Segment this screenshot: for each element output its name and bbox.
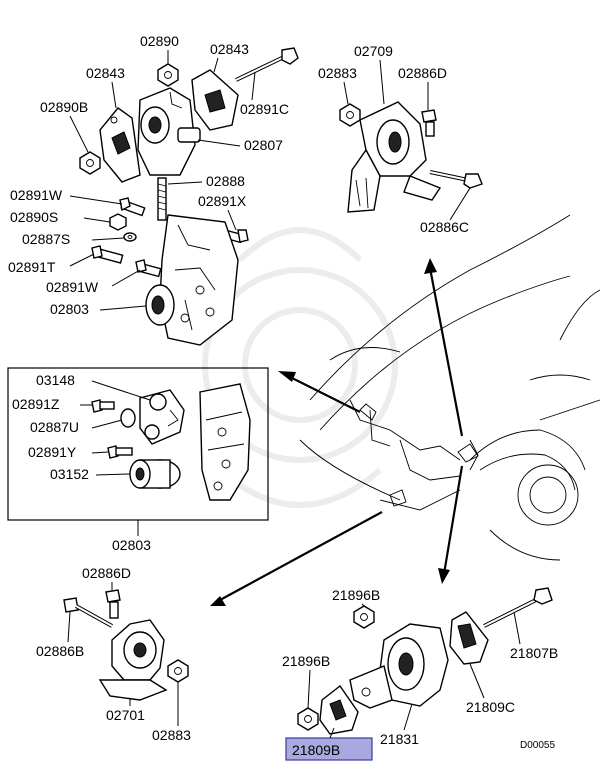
- bolt-02886C[interactable]: [429, 170, 483, 189]
- label-03152: 03152: [50, 466, 89, 482]
- diagram-code: D00055: [520, 740, 555, 751]
- label-02886B: 02886B: [36, 643, 84, 659]
- label-21831: 21831: [380, 731, 419, 747]
- nut-02890S[interactable]: [109, 213, 127, 231]
- stud-02888[interactable]: [157, 177, 167, 221]
- label-02886D-top: 02886D: [398, 65, 447, 81]
- mount-body-02807[interactable]: [137, 87, 201, 176]
- nut-02883-top[interactable]: [339, 103, 361, 127]
- highlight-21809B: [285, 737, 373, 761]
- label-02891C: 02891C: [240, 101, 289, 117]
- bolt-02891T[interactable]: [91, 245, 124, 264]
- label-02803-boxed: 02803: [112, 537, 151, 553]
- label-02886C: 02886C: [420, 219, 469, 235]
- bolt-02886D-top[interactable]: [421, 109, 437, 137]
- bolt-02891C[interactable]: [235, 47, 299, 82]
- label-02891W-upper: 02891W: [10, 187, 63, 203]
- label-02886D-bottom: 02886D: [82, 565, 131, 581]
- label-02891T: 02891T: [8, 259, 56, 275]
- label-02883-top: 02883: [318, 65, 357, 81]
- label-21807B: 21807B: [510, 645, 558, 661]
- nut-21896B-top[interactable]: [353, 605, 375, 629]
- label-21809B[interactable]: 21809B: [292, 742, 340, 758]
- bracket-02843-left[interactable]: [99, 107, 141, 183]
- label-02891Z: 02891Z: [12, 396, 60, 412]
- bushing-03152[interactable]: [129, 459, 181, 489]
- top-left-mount-assembly: [79, 47, 299, 346]
- bracket-02803-top[interactable]: [145, 214, 239, 346]
- nut-02890[interactable]: [157, 63, 179, 87]
- label-02843-left: 02843: [86, 65, 125, 81]
- bracket-21809B[interactable]: [319, 684, 359, 735]
- nut-02883-bottom[interactable]: [167, 659, 189, 683]
- top-right-labels: 02709 02883 02886D 02886C: [318, 43, 471, 235]
- label-02887S: 02887S: [22, 231, 70, 247]
- label-02891X: 02891X: [198, 193, 247, 209]
- label-02890: 02890: [140, 33, 179, 49]
- bolt-02886D-bottom[interactable]: [105, 589, 121, 619]
- label-02803-top: 02803: [50, 301, 89, 317]
- mount-02709[interactable]: [347, 101, 442, 213]
- label-21809C: 21809C: [466, 699, 515, 715]
- bolt-02891Z[interactable]: [91, 399, 115, 413]
- bottom-right-mount-assembly: [297, 587, 553, 735]
- bracket-02803-boxed[interactable]: [199, 383, 251, 501]
- label-21896B-bottom: 21896B: [282, 653, 330, 669]
- bracket-02843-right[interactable]: [191, 69, 239, 131]
- bracket-21809C[interactable]: [449, 611, 489, 665]
- label-02891W-lower: 02891W: [46, 279, 99, 295]
- vehicle-body: [299, 214, 601, 561]
- bolt-21807B[interactable]: [483, 587, 553, 628]
- nut-21896B-bottom[interactable]: [297, 707, 319, 731]
- washer-02887U[interactable]: [120, 408, 136, 428]
- label-21896B-top: 21896B: [332, 587, 380, 603]
- bottom-left-mount-assembly: [63, 589, 189, 701]
- direction-arrows: [210, 258, 464, 606]
- label-02890S: 02890S: [10, 209, 58, 225]
- label-02709: 02709: [354, 43, 393, 59]
- top-left-labels: 02890 02843 02843 02890B 02891C 02807 02…: [8, 33, 289, 317]
- bolt-02891Y[interactable]: [107, 445, 133, 459]
- label-02883-bottom: 02883: [152, 727, 191, 743]
- label-02890B: 02890B: [40, 99, 88, 115]
- bottom-right-labels: 21896B 21896B 21807B 21809C 21831 21809B…: [282, 587, 558, 761]
- boxed-labels: 03148 02891Z 02887U 02891Y 03152 02803: [12, 372, 151, 553]
- mount-02701[interactable]: [98, 619, 168, 701]
- bracket-03148[interactable]: [139, 389, 185, 445]
- label-03148: 03148: [36, 372, 75, 388]
- boxed-assembly-02803: [7, 367, 269, 521]
- label-02888: 02888: [206, 173, 245, 189]
- nut-02890B[interactable]: [79, 151, 101, 175]
- label-02701: 02701: [106, 707, 145, 723]
- label-02807: 02807: [244, 137, 283, 153]
- bolt-02886B[interactable]: [63, 597, 113, 628]
- mount-21831[interactable]: [349, 623, 449, 709]
- label-02843-right: 02843: [210, 41, 249, 57]
- bolt-02891W-lower[interactable]: [135, 259, 162, 278]
- label-02891Y: 02891Y: [28, 444, 77, 460]
- top-right-mount-assembly: [339, 101, 483, 213]
- label-02887U: 02887U: [30, 419, 79, 435]
- bottom-left-labels: 02886D 02886B 02701 02883: [36, 565, 191, 743]
- bolt-02891W-upper[interactable]: [119, 197, 146, 217]
- washer-02887S[interactable]: [123, 232, 137, 242]
